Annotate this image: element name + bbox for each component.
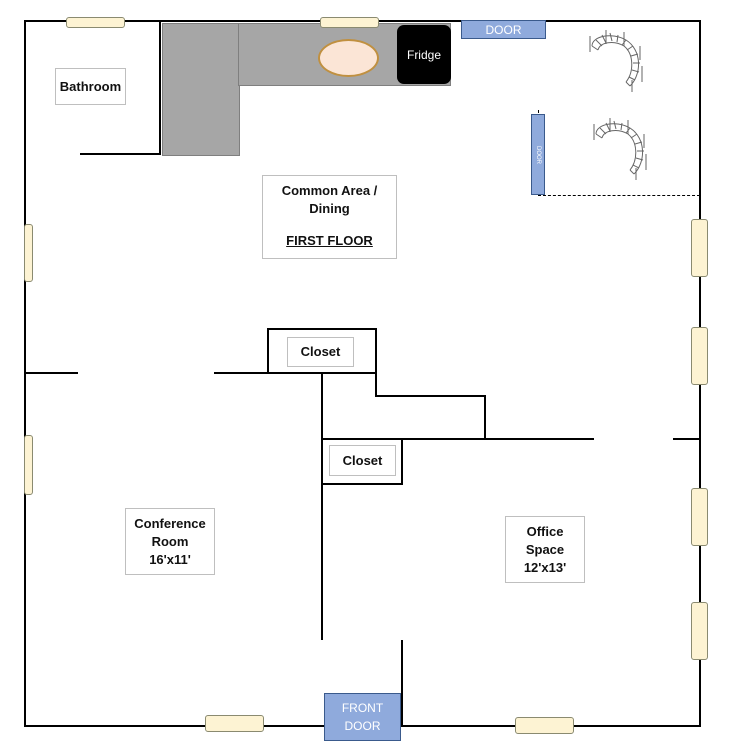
closet-lower-text: Closet [342,452,383,468]
office-wall-top [321,438,594,440]
kitchen-sink [318,39,379,77]
dining-text: Dining [309,201,350,216]
door-side-label: DOOR [535,145,541,164]
front-door-label-line2: DOOR [344,719,381,733]
closet-upper-wall-right [375,328,377,397]
conference-office-divider [321,372,323,640]
conference-room-text: Room [151,533,189,549]
first-floor-text: FIRST FLOOR [286,233,373,248]
bathroom-wall-horizontal [80,153,161,155]
window-top-left [66,17,125,28]
common-area-label: Common Area / Dining FIRST FLOOR [262,175,397,259]
window-top-center [320,17,379,28]
fridge: Fridge [397,25,451,84]
closet-upper-text: Closet [300,344,341,359]
front-door-label-line1: FRONT [341,701,384,715]
door-top[interactable]: DOOR [461,20,546,39]
office-space-text: Space [525,541,565,557]
window-bottom-left [205,715,264,732]
door-side[interactable]: DOOR [531,114,545,195]
window-right-4 [691,602,708,660]
front-door-wall-right [401,640,403,727]
window-right-2 [691,327,708,385]
closet-upper-wall-left [267,328,269,374]
window-right-3 [691,488,708,546]
office-title-text: Office [526,523,564,539]
conference-size-text: 16'x11' [149,551,191,567]
conference-wall-top-left [24,372,78,374]
fridge-label: Fridge [406,47,441,62]
kitchen-counter-left [162,23,240,156]
door-top-label: DOOR [485,22,522,37]
bathroom-text: Bathroom [59,78,122,94]
spiral-staircase-icon [589,30,643,92]
step-wall-horizontal [375,395,486,397]
office-size-text: 12'x13' [523,559,567,575]
stair-area-boundary [538,195,700,196]
conference-title-text: Conference [134,515,206,531]
conference-wall-top-right [214,372,377,374]
bathroom-wall-vertical [159,20,161,155]
closet-lower-wall-right [401,438,403,485]
window-bottom-right [515,717,574,734]
closet-lower-wall-bottom [321,483,403,485]
office-wall-top-right [673,438,701,440]
window-left-lower [24,435,33,495]
office-space-label: Office Space 12'x13' [505,516,585,583]
step-wall-vertical [484,395,486,440]
closet-lower-label: Closet [329,445,396,476]
window-left-upper [24,224,33,282]
common-area-text: Common Area / [281,183,378,198]
bathroom-label: Bathroom [55,68,126,105]
spiral-staircase-icon [593,118,647,180]
closet-upper-wall-top [267,328,377,330]
window-right-1 [691,219,708,277]
front-door[interactable]: FRONT DOOR [324,693,401,741]
closet-upper-label: Closet [287,337,354,367]
conference-room-label: Conference Room 16'x11' [125,508,215,575]
